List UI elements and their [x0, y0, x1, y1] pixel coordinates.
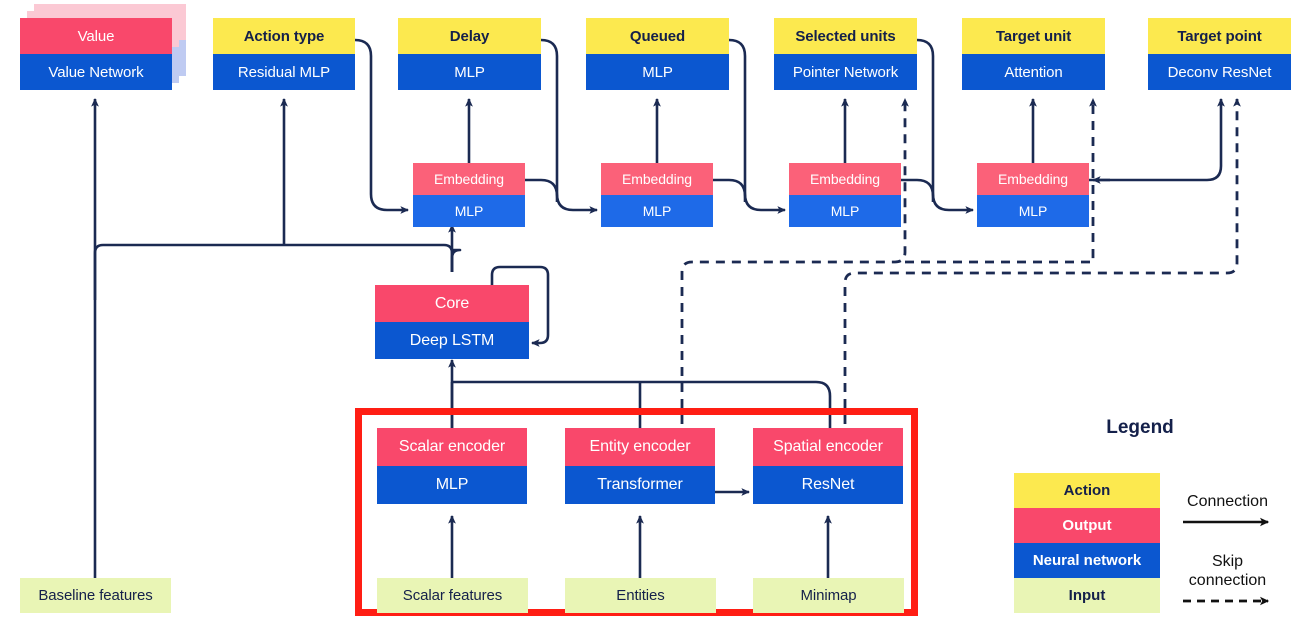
encoder-scalar-output: Scalar encoder — [377, 428, 527, 466]
legend-skip-label-line2: connection — [1188, 572, 1267, 589]
embedding-2[interactable]: Embedding MLP — [601, 163, 713, 227]
core-module[interactable]: Core Deep LSTM — [375, 285, 529, 359]
head-value[interactable]: Value Value Network — [20, 18, 172, 90]
wire-embedding4-to-targetpoint — [1089, 97, 1225, 182]
legend-swatch-stack: Action Output Neural network Input — [1014, 473, 1160, 613]
head-target-unit-network: Attention — [962, 54, 1105, 90]
embedding-2-output: Embedding — [601, 163, 713, 195]
input-minimap[interactable]: Minimap — [753, 578, 904, 613]
head-queued-action: Queued — [586, 18, 729, 54]
head-selected-units-action: Selected units — [774, 18, 917, 54]
skip-spatial-to-targetpoint — [843, 97, 1241, 440]
head-selected-units[interactable]: Selected units Pointer Network — [774, 18, 917, 90]
legend-connection-label: Connection — [1187, 493, 1268, 510]
head-target-point-action: Target point — [1148, 18, 1291, 54]
head-queued-network: MLP — [586, 54, 729, 90]
head-delay-action: Delay — [398, 18, 541, 54]
head-delay[interactable]: Delay MLP — [398, 18, 541, 90]
input-scalar-features[interactable]: Scalar features — [377, 578, 528, 613]
encoder-entity[interactable]: Entity encoder Transformer — [565, 428, 715, 504]
legend-swatch-action: Action — [1014, 473, 1160, 508]
wire-embedding1-to-embedding2-link — [525, 178, 559, 202]
head-action-type-network: Residual MLP — [213, 54, 355, 90]
legend-swatch-neural-network: Neural network — [1014, 543, 1160, 578]
skip-entity-to-selectedunits — [680, 97, 909, 440]
legend-title: Legend — [1106, 417, 1174, 438]
embedding-4-output: Embedding — [977, 163, 1089, 195]
encoder-spatial[interactable]: Spatial encoder ResNet — [753, 428, 903, 504]
legend-swatch-input: Input — [1014, 578, 1160, 613]
head-action-type-action: Action type — [213, 18, 355, 54]
head-value-action: Value — [20, 18, 172, 54]
input-entities[interactable]: Entities — [565, 578, 716, 613]
embedding-2-network: MLP — [601, 195, 713, 227]
wire-core-stub — [450, 248, 462, 272]
head-target-unit-action: Target unit — [962, 18, 1105, 54]
core-network-label: Deep LSTM — [375, 322, 529, 359]
encoder-entity-output: Entity encoder — [565, 428, 715, 466]
head-action-type[interactable]: Action type Residual MLP — [213, 18, 355, 90]
head-value-network: Value Network — [20, 54, 172, 90]
head-target-unit[interactable]: Target unit Attention — [962, 18, 1105, 90]
embedding-3-network: MLP — [789, 195, 901, 227]
wire-embedding2-to-embedding3-link — [713, 178, 747, 202]
embedding-3-output: Embedding — [789, 163, 901, 195]
embedding-1[interactable]: Embedding MLP — [413, 163, 525, 227]
embedding-4-network: MLP — [977, 195, 1089, 227]
head-queued[interactable]: Queued MLP — [586, 18, 729, 90]
wire-embedding3-to-embedding4-link — [901, 178, 935, 202]
embedding-3[interactable]: Embedding MLP — [789, 163, 901, 227]
head-target-point[interactable]: Target point Deconv ResNet — [1148, 18, 1291, 90]
embedding-1-network: MLP — [413, 195, 525, 227]
legend-skip-label-line1: Skip — [1211, 553, 1244, 570]
legend-swatch-output: Output — [1014, 508, 1160, 543]
head-delay-network: MLP — [398, 54, 541, 90]
core-output-label: Core — [375, 285, 529, 322]
head-target-point-network: Deconv ResNet — [1148, 54, 1291, 90]
encoder-scalar[interactable]: Scalar encoder MLP — [377, 428, 527, 504]
embedding-1-output: Embedding — [413, 163, 525, 195]
embedding-4[interactable]: Embedding MLP — [977, 163, 1089, 227]
encoder-spatial-network: ResNet — [753, 466, 903, 504]
encoder-entity-network: Transformer — [565, 466, 715, 504]
encoder-spatial-output: Spatial encoder — [753, 428, 903, 466]
encoder-scalar-network: MLP — [377, 466, 527, 504]
input-baseline-features[interactable]: Baseline features — [20, 578, 171, 613]
head-selected-units-network: Pointer Network — [774, 54, 917, 90]
